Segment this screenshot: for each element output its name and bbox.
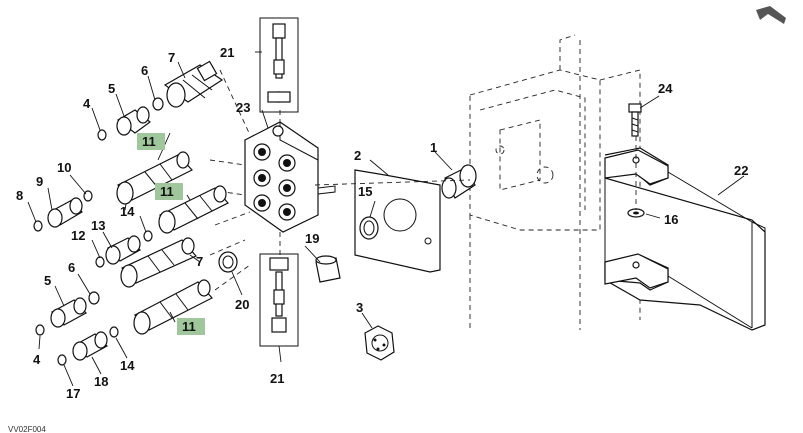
- fitting-18: [72, 331, 108, 361]
- o-ring-6-top: [152, 97, 164, 111]
- callout-1: 1: [430, 140, 437, 155]
- callout-24: 24: [658, 81, 673, 96]
- callout-5-top: 5: [108, 81, 115, 96]
- ring-8: [33, 220, 43, 232]
- callout-2: 2: [354, 148, 361, 163]
- bolt-assembly-21-bottom: [259, 253, 299, 347]
- nut-3: [364, 325, 395, 361]
- plate-2: [354, 169, 441, 273]
- o-ring-14-top: [143, 230, 153, 242]
- callout-21-bottom: 21: [270, 371, 284, 386]
- ring-4-top: [97, 129, 107, 141]
- cartridge-valve-7-top: [163, 60, 224, 108]
- callout-20: 20: [235, 297, 249, 312]
- fitting-13: [105, 235, 141, 265]
- bushing-19: [315, 255, 341, 283]
- ring-4-bottom: [35, 324, 45, 336]
- callout-8: 8: [16, 188, 23, 203]
- callout-12: 12: [71, 228, 85, 243]
- bolt-assembly-21-top: [259, 17, 299, 113]
- callout-17: 17: [66, 386, 80, 401]
- o-ring-14-bottom: [109, 326, 119, 338]
- mounting-bracket: [469, 34, 641, 330]
- callout-4-bottom: 4: [33, 352, 41, 367]
- callout-16: 16: [664, 212, 678, 227]
- back-arrow-icon[interactable]: [756, 6, 786, 24]
- cartridge-valve-11-b: [158, 185, 229, 234]
- bolt-24: [628, 103, 642, 137]
- callout-6-bottom: 6: [68, 260, 75, 275]
- callout-18: 18: [94, 374, 108, 389]
- callout-11-a: 11: [142, 134, 156, 149]
- callout-19: 19: [305, 231, 319, 246]
- callout-7-top: 7: [168, 50, 175, 65]
- callout-9: 9: [36, 174, 43, 189]
- callout-7-bottom: 7: [196, 254, 203, 269]
- callout-13: 13: [91, 218, 105, 233]
- callout-22: 22: [734, 163, 748, 178]
- cartridge-valve-11-a: [116, 151, 193, 205]
- ring-17: [57, 354, 67, 366]
- callout-11-b: 11: [160, 184, 174, 199]
- callout-4-top: 4: [83, 96, 91, 111]
- callout-14-top: 14: [120, 204, 135, 219]
- fitting-9: [47, 197, 83, 228]
- o-ring-6-bottom: [88, 291, 100, 305]
- manifold-block-23: [244, 121, 336, 233]
- washer-16: [627, 208, 645, 218]
- o-ring-20: [218, 251, 238, 273]
- highlight-11-a: [137, 133, 165, 150]
- callout-23: 23: [236, 100, 250, 115]
- callout-14-bottom: 14: [120, 358, 135, 373]
- callout-21-top: 21: [220, 45, 234, 60]
- cartridge-valve-7-b: [120, 237, 197, 288]
- callout-3: 3: [356, 300, 363, 315]
- callout-5-bottom: 5: [44, 273, 51, 288]
- highlight-11-c: [177, 318, 205, 335]
- support-bracket-22: [604, 147, 766, 331]
- o-ring-15: [359, 216, 379, 240]
- callout-10: 10: [57, 160, 71, 175]
- callout-11-c: 11: [182, 319, 196, 334]
- leader-lines: [27, 51, 745, 387]
- callout-6-top: 6: [141, 63, 148, 78]
- highlight-11-b: [155, 183, 183, 200]
- fitting-5-bottom: [50, 297, 87, 328]
- figure-reference: VV02F004: [8, 425, 46, 433]
- cartridge-valve-11-c: [133, 279, 213, 335]
- fitting-1: [441, 164, 477, 199]
- callout-15: 15: [358, 184, 372, 199]
- fitting-5-top: [116, 106, 151, 136]
- ring-12: [95, 256, 105, 268]
